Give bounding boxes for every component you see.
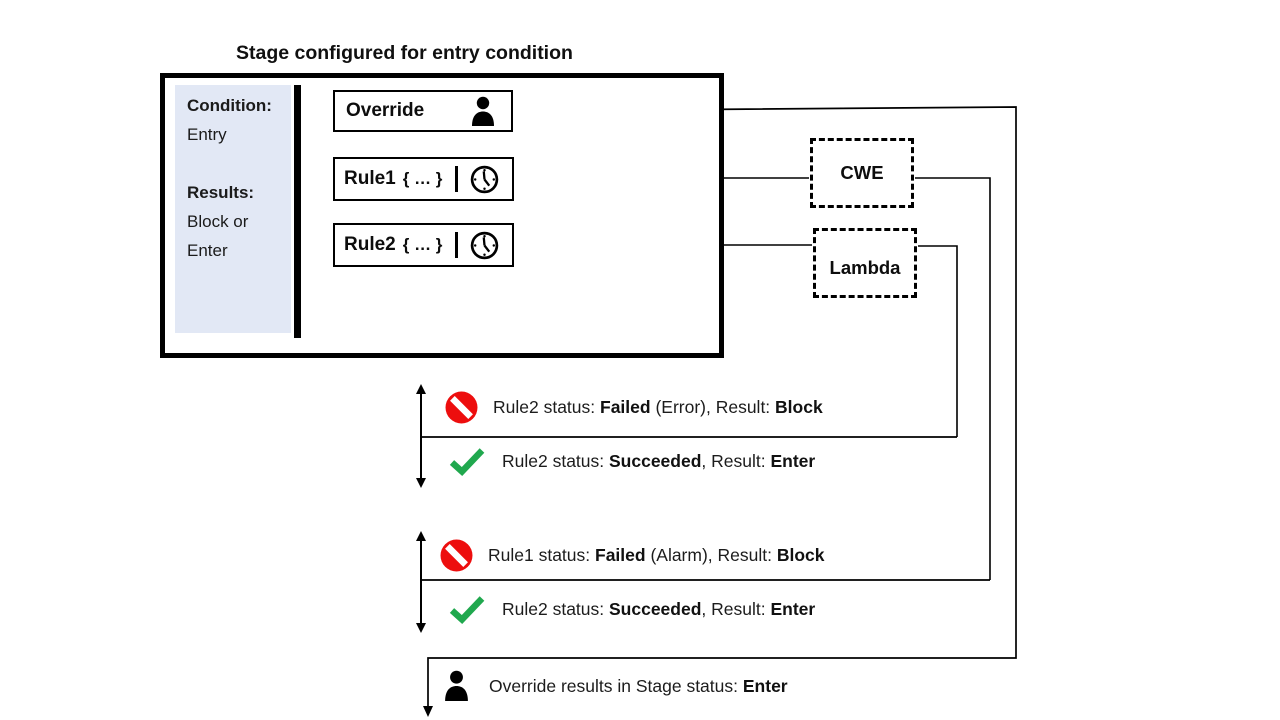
status-row-override-result: Override results in Stage status: Enter	[442, 668, 788, 704]
status-row-rule2-succeeded: Rule2 status: Succeeded, Result: Enter	[449, 445, 815, 477]
rule2-label: Rule2	[344, 234, 396, 255]
rule1-body: { … }	[402, 169, 443, 188]
status-text: Rule2 status: Succeeded, Result: Enter	[502, 598, 816, 619]
check-icon	[449, 595, 485, 624]
status-row-rule2-failed: Rule2 status: Failed (Error), Result: Bl…	[445, 390, 823, 424]
lambda-node: Lambda	[813, 228, 917, 298]
person-icon	[445, 670, 468, 702]
cwe-node: CWE	[810, 138, 914, 208]
rule2-body: { … }	[402, 235, 443, 254]
status-text: Override results in Stage status: Enter	[489, 675, 788, 696]
status-text: Rule1 status: Failed (Alarm), Result: Bl…	[488, 544, 825, 565]
condition-label: Condition:	[187, 96, 272, 115]
group2-arrowhead-up	[416, 531, 426, 541]
lambda-out-connector	[918, 245, 958, 437]
check-icon	[449, 447, 485, 476]
blocked-icon	[445, 391, 478, 423]
diagram-title: Stage configured for entry condition	[236, 42, 573, 64]
blocked-icon	[440, 539, 473, 571]
panel-spacer	[187, 149, 291, 178]
rule2-separator	[455, 232, 459, 258]
results-value-line1: Block or	[187, 212, 249, 231]
group1-arrowhead-up	[416, 384, 426, 394]
override-label: Override	[346, 100, 425, 121]
override-node: Override	[333, 90, 513, 132]
status-text: Rule2 status: Failed (Error), Result: Bl…	[493, 396, 823, 417]
cwe-out-connector	[915, 177, 991, 580]
rule1-label: Rule1	[344, 168, 396, 189]
status-text: Rule2 status: Succeeded, Result: Enter	[502, 450, 816, 471]
stage-box: Condition: Entry Results: Block or Enter…	[160, 73, 724, 358]
person-icon	[472, 96, 494, 126]
status-row-rule1-failed: Rule1 status: Failed (Alarm), Result: Bl…	[440, 538, 825, 572]
results-label: Results:	[187, 183, 255, 202]
condition-value: Entry	[187, 125, 227, 144]
rule1-separator	[455, 166, 459, 192]
lambda-label: Lambda	[829, 257, 901, 278]
group2-arrowhead-down	[416, 623, 426, 633]
results-value-line2: Enter	[187, 241, 228, 260]
rule2-node: Rule2 { … }	[333, 223, 514, 267]
override-connector-arrowhead	[423, 706, 433, 717]
status-row-rule2-succeeded-2: Rule2 status: Succeeded, Result: Enter	[449, 593, 815, 625]
rule1-node: Rule1 { … }	[333, 157, 514, 201]
condition-panel: Condition: Entry Results: Block or Enter	[175, 85, 291, 333]
clock-icon	[471, 165, 499, 193]
group1-arrowhead-down	[416, 478, 426, 488]
clock-icon	[471, 231, 499, 259]
cwe-label: CWE	[840, 162, 884, 183]
panel-divider-bar	[294, 85, 301, 338]
